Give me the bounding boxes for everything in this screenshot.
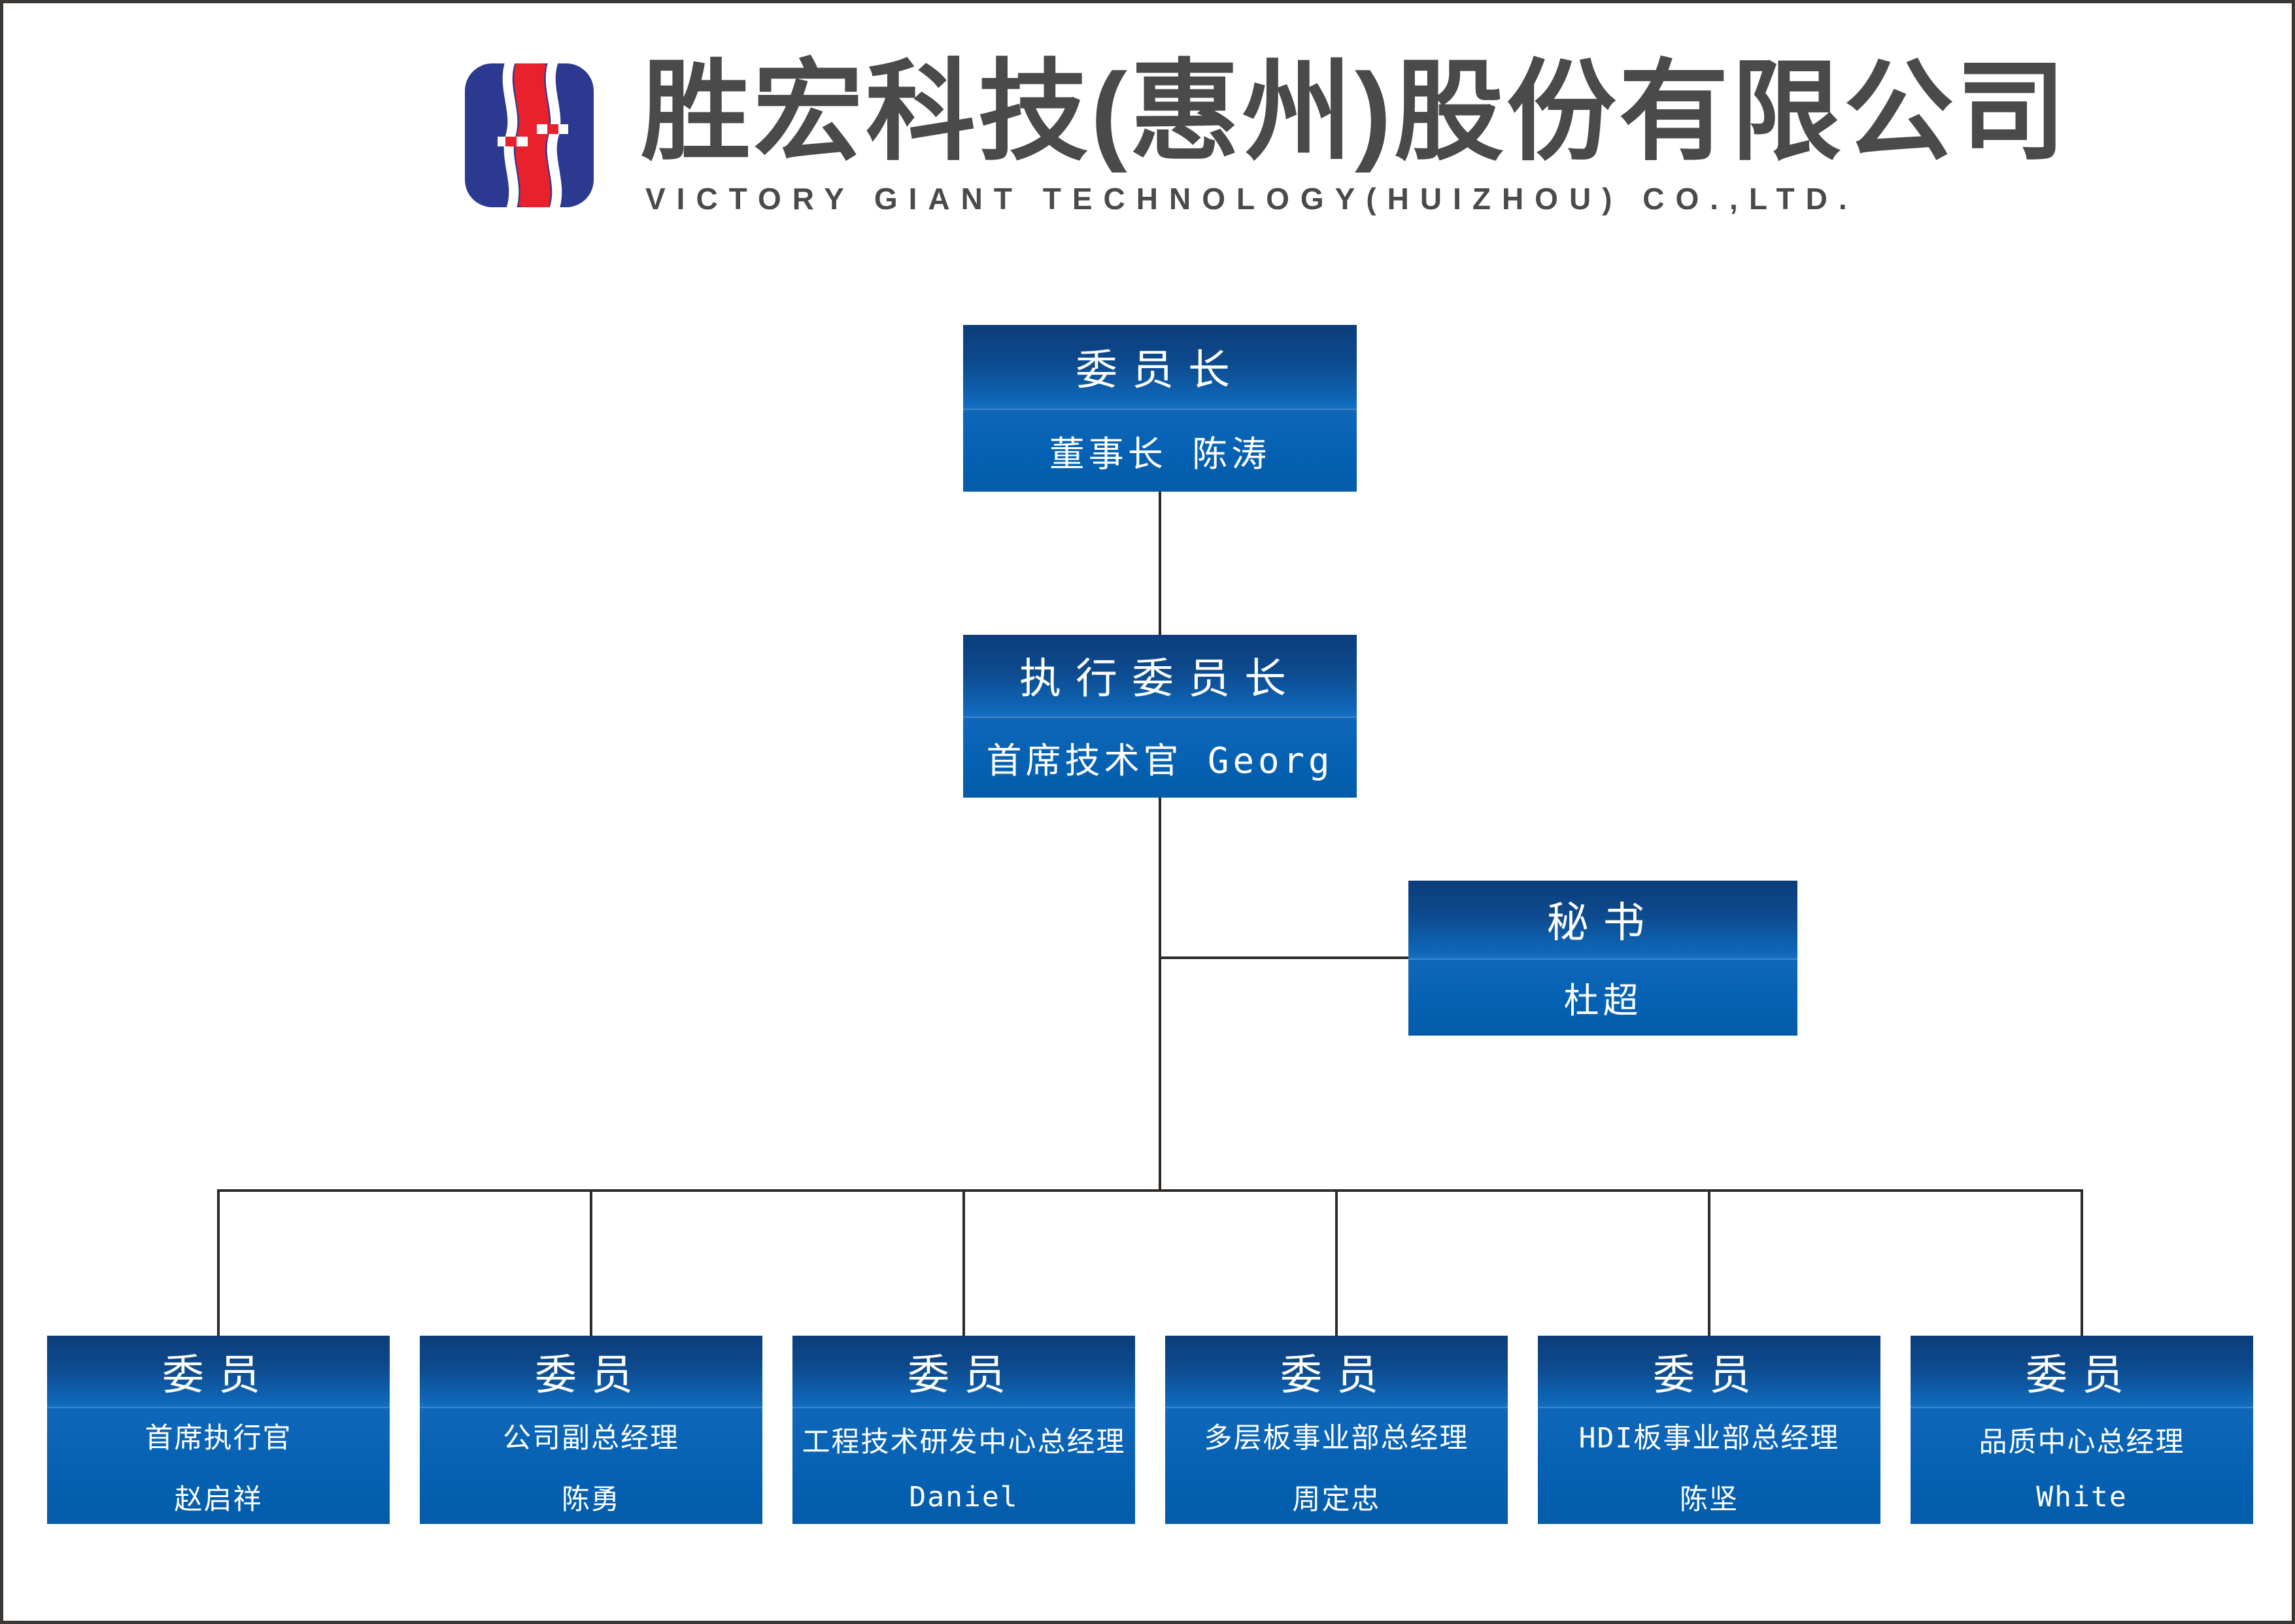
company-name-en: VICTORY GIANT TECHNOLOGY(HUIZHOU) CO.,LT… — [645, 182, 1858, 216]
member-name: 周定忠 — [1292, 1483, 1381, 1516]
member-role: 工程技术研发中心总经理 — [802, 1425, 1126, 1459]
connector-members-bus — [217, 1189, 2083, 1192]
member-role: 品质中心总经理 — [1979, 1425, 2185, 1459]
connector-drop-member-6 — [2081, 1189, 2083, 1337]
member-box-1: 委员 首席执行官 赵启祥 — [47, 1336, 390, 1524]
member-name: 赵启祥 — [174, 1483, 263, 1516]
victory-giant-logo-icon — [465, 63, 594, 207]
chairman-box: 委员长 董事长 陈涛 — [963, 325, 1357, 492]
member-name: 陈勇 — [562, 1483, 620, 1516]
executive-chairman-subtitle: 首席技术官 Georg — [963, 716, 1357, 798]
executive-chairman-title: 执行委员长 — [963, 635, 1357, 717]
member-role: 公司副总经理 — [503, 1421, 679, 1455]
chairman-subtitle: 董事长 陈涛 — [963, 408, 1357, 492]
member-title: 委员 — [47, 1336, 390, 1408]
chairman-title: 委员长 — [963, 325, 1357, 409]
member-title: 委员 — [792, 1336, 1135, 1408]
connector-drop-member-5 — [1708, 1189, 1710, 1337]
member-role: 多层板事业部总经理 — [1204, 1421, 1469, 1455]
connector-chairman-to-executive — [1159, 492, 1161, 635]
member-title: 委员 — [420, 1336, 762, 1408]
connector-drop-member-3 — [962, 1189, 965, 1337]
executive-chairman-box: 执行委员长 首席技术官 Georg — [963, 635, 1357, 798]
member-title: 委员 — [1165, 1336, 1508, 1408]
member-name: White — [2036, 1480, 2128, 1514]
member-box-3: 委员 工程技术研发中心总经理 Daniel — [792, 1336, 1135, 1524]
member-name: 陈坚 — [1680, 1483, 1739, 1516]
member-box-5: 委员 HDI板事业部总经理 陈坚 — [1538, 1336, 1880, 1524]
connector-drop-member-4 — [1335, 1189, 1338, 1337]
member-role: HDI板事业部总经理 — [1578, 1421, 1840, 1455]
member-box-4: 委员 多层板事业部总经理 周定忠 — [1165, 1336, 1508, 1524]
connector-drop-member-2 — [590, 1189, 592, 1337]
secretary-title: 秘书 — [1408, 881, 1797, 958]
member-box-2: 委员 公司副总经理 陈勇 — [420, 1336, 762, 1524]
member-title: 委员 — [1538, 1336, 1880, 1408]
secretary-subtitle: 杜超 — [1408, 958, 1797, 1036]
member-name: Daniel — [909, 1480, 1019, 1514]
connector-secretary-branch — [1160, 956, 1410, 959]
member-title: 委员 — [1911, 1336, 2253, 1408]
secretary-box: 秘书 杜超 — [1408, 881, 1797, 1036]
member-box-6: 委员 品质中心总经理 White — [1911, 1336, 2253, 1524]
connector-executive-trunk — [1159, 798, 1161, 1191]
company-name-zh: 胜宏科技(惠州)股份有限公司 — [641, 50, 2069, 173]
connector-drop-member-1 — [217, 1189, 220, 1337]
member-role: 首席执行官 — [144, 1421, 292, 1455]
